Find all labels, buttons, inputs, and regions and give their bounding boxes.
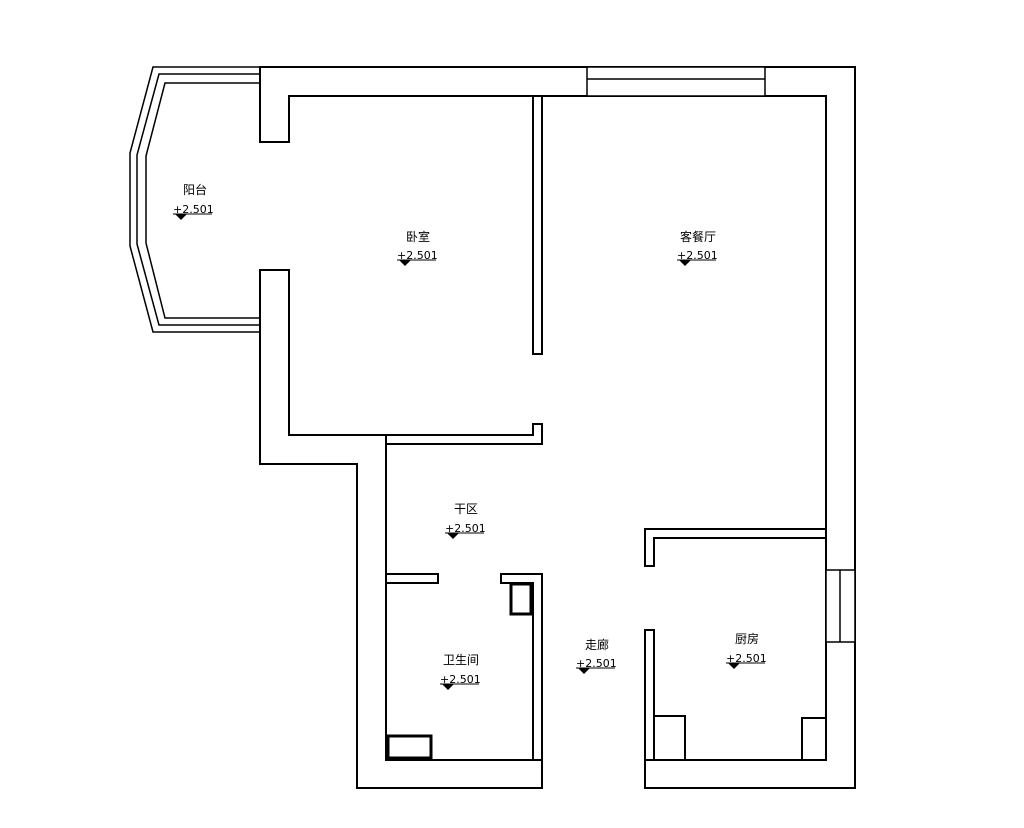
elevation-corridor: +2.501 xyxy=(576,657,617,670)
bedroom-south-wall xyxy=(385,423,543,445)
elevation-balcony: +2.501 xyxy=(173,203,214,216)
elevation-bathroom: +2.501 xyxy=(440,673,481,686)
elevation-dry-area: +2.501 xyxy=(445,522,486,535)
room-name-balcony: 阳台 xyxy=(183,182,207,197)
room-label-bedroom: 卧室 +2.501 xyxy=(397,229,438,266)
room-label-dry-area: 干区 +2.501 xyxy=(445,502,486,539)
elevation-living-dining: +2.501 xyxy=(677,249,718,262)
kitchen-north-wall xyxy=(644,528,827,567)
room-label-corridor: 走廊 +2.501 xyxy=(576,637,617,674)
kitchen-cabinet-right xyxy=(801,717,827,761)
elevation-bedroom: +2.501 xyxy=(397,249,438,262)
room-name-dry-area: 干区 xyxy=(454,502,478,516)
room-name-kitchen: 厨房 xyxy=(735,631,759,646)
room-label-bathroom: 卫生间 +2.501 xyxy=(440,653,481,690)
dry-area-stub-wall xyxy=(385,573,439,584)
kitchen-cabinet-left xyxy=(653,715,686,761)
room-name-corridor: 走廊 xyxy=(585,637,609,652)
room-name-living-dining: 客餐厅 xyxy=(680,229,716,244)
room-label-balcony: 阳台 +2.501 xyxy=(173,182,214,220)
top-window xyxy=(586,66,766,97)
room-name-bathroom: 卫生间 xyxy=(443,653,479,667)
room-label-kitchen: 厨房 +2.501 xyxy=(726,631,767,669)
bedroom-living-partition xyxy=(532,95,543,355)
kitchen-window xyxy=(825,569,856,643)
kitchen-west-wall xyxy=(644,629,655,761)
elevation-kitchen: +2.501 xyxy=(726,652,767,665)
bathroom-east-wall xyxy=(500,573,543,761)
bathroom-fixture-tub xyxy=(386,734,433,760)
room-name-bedroom: 卧室 xyxy=(406,229,430,244)
balcony-bay-window xyxy=(129,66,260,333)
exterior-wall xyxy=(259,66,856,789)
bathroom-fixture-small xyxy=(509,582,533,616)
room-label-living-dining: 客餐厅 +2.501 xyxy=(677,229,718,266)
